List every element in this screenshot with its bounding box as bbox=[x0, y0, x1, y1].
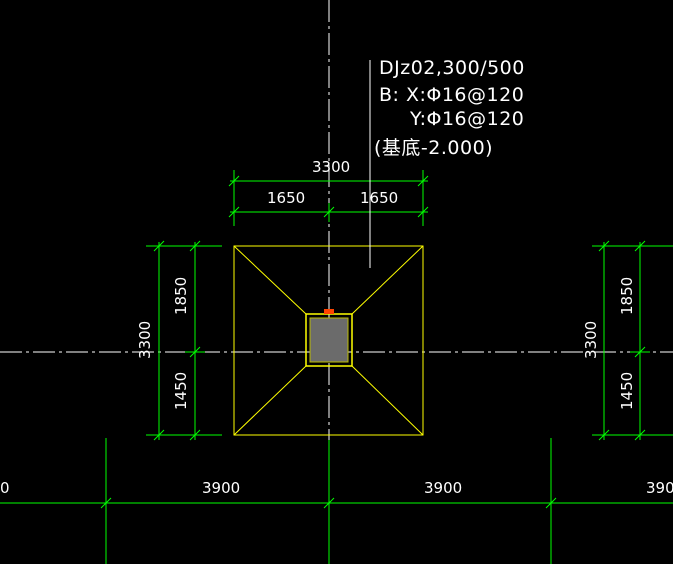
top-dimension-chain bbox=[228, 170, 429, 226]
right-dim-total: 3300 bbox=[582, 321, 600, 359]
right-dim-tick-3 bbox=[634, 240, 646, 252]
axis-dim-left: 3900 bbox=[202, 479, 240, 497]
right-dim-tick-5 bbox=[634, 429, 646, 441]
right-dim-tick-1 bbox=[598, 240, 610, 252]
left-dim-tick-2 bbox=[153, 429, 165, 441]
top-dim-tick-5 bbox=[417, 206, 429, 218]
left-dim-tick-5 bbox=[189, 429, 201, 441]
top-dim-tick-3 bbox=[228, 206, 240, 218]
top-dim-total: 3300 bbox=[312, 158, 350, 176]
column-marker bbox=[324, 309, 334, 314]
column[interactable] bbox=[305, 309, 353, 367]
annotation-line-3: Y:Φ16@120 bbox=[409, 108, 524, 130]
left-dim-tick-3 bbox=[189, 240, 201, 252]
footing-slope-line-tr bbox=[351, 245, 424, 315]
axis-dim-far-right: 3900 bbox=[646, 479, 673, 497]
left-dim-tick-1 bbox=[153, 240, 165, 252]
footing-annotation[interactable]: DJz02,300/500 B: X:Φ16@120 Y:Φ16@120 (基底… bbox=[374, 57, 525, 159]
footing-slope-line-bl bbox=[233, 365, 307, 436]
axis-dim-right: 3900 bbox=[424, 479, 462, 497]
axis-dim-tick-1 bbox=[100, 497, 112, 509]
right-dim-upper: 1850 bbox=[618, 277, 636, 315]
right-dim-tick-4 bbox=[634, 346, 646, 358]
left-dimension-chain bbox=[146, 240, 222, 441]
footing-slope-line-tl bbox=[233, 245, 307, 315]
top-dim-tick-1 bbox=[228, 175, 240, 187]
left-dim-upper: 1850 bbox=[172, 277, 190, 315]
right-dim-tick-2 bbox=[598, 429, 610, 441]
left-dim-lower: 1450 bbox=[172, 372, 190, 410]
right-dim-lower: 1450 bbox=[618, 372, 636, 410]
column-section bbox=[309, 317, 349, 363]
annotation-line-2: B: X:Φ16@120 bbox=[379, 84, 524, 106]
axis-dim-tick-3 bbox=[545, 497, 557, 509]
annotation-line-1: DJz02,300/500 bbox=[379, 57, 525, 79]
footing-outline bbox=[233, 245, 424, 436]
right-dimension-chain bbox=[592, 240, 673, 441]
footing-slope-line-br bbox=[351, 365, 424, 436]
top-dim-right: 1650 bbox=[360, 189, 398, 207]
axis-dim-far-left: 0 bbox=[0, 479, 10, 497]
annotation-line-4: (基底-2.000) bbox=[374, 137, 493, 159]
left-dim-tick-4 bbox=[189, 346, 201, 358]
top-dim-tick-2 bbox=[417, 175, 429, 187]
top-dim-tick-4 bbox=[323, 206, 335, 218]
axis-dimension-chain bbox=[0, 438, 673, 564]
top-dim-left: 1650 bbox=[267, 189, 305, 207]
isolated-footing[interactable] bbox=[233, 245, 424, 436]
left-dim-total: 3300 bbox=[136, 321, 154, 359]
axis-dim-tick-2 bbox=[323, 497, 335, 509]
